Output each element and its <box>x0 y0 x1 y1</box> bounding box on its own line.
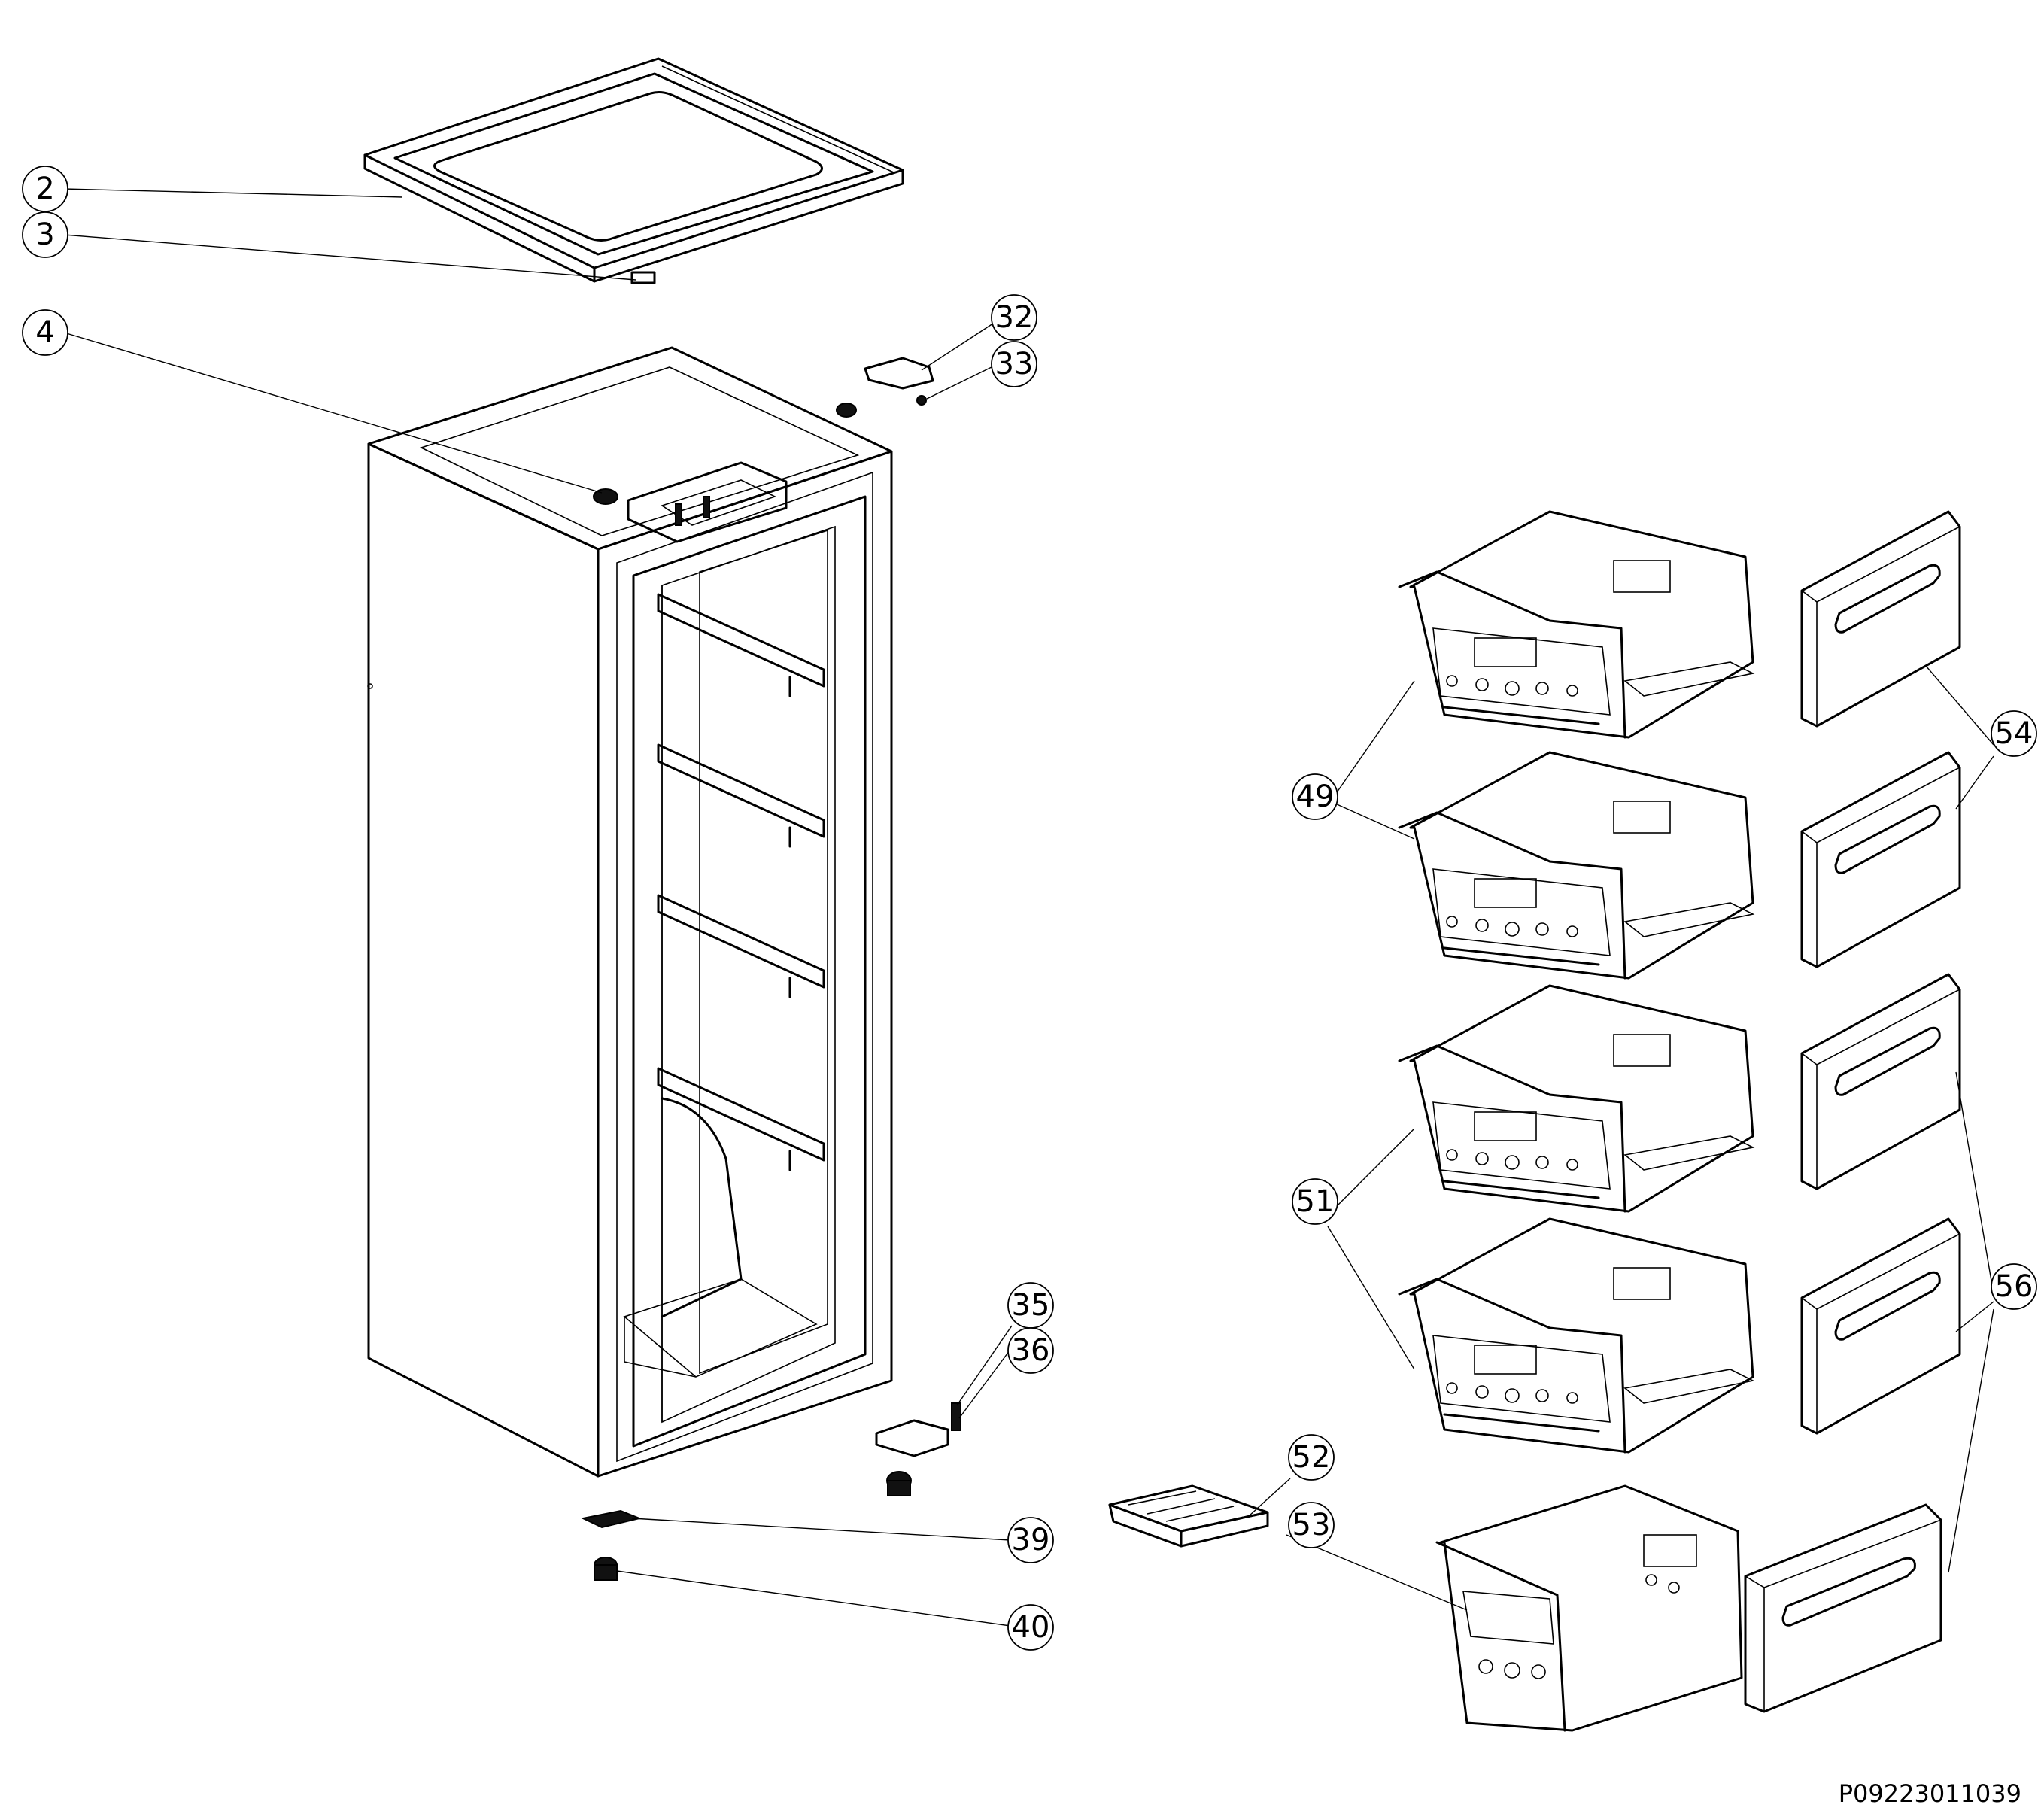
drawer-3 <box>1398 984 1755 1213</box>
callout-39: 39 <box>1007 1517 1054 1563</box>
callout-49: 49 <box>1292 773 1338 820</box>
callout-32: 32 <box>991 294 1037 341</box>
drawers <box>1398 510 1755 1732</box>
callout-52: 52 <box>1288 1434 1335 1481</box>
callout-52-label: 52 <box>1292 1440 1331 1475</box>
drawer-front-3 <box>1800 973 1961 1190</box>
callout-4: 4 <box>22 309 68 356</box>
callout-49-label: 49 <box>1296 779 1335 814</box>
drawer-front-4 <box>1800 1217 1961 1435</box>
callout-53: 53 <box>1288 1502 1335 1548</box>
drawer-2 <box>1398 751 1755 980</box>
callout-53-label: 53 <box>1292 1508 1331 1542</box>
callout-33-label: 33 <box>995 347 1034 381</box>
callout-3: 3 <box>22 211 68 258</box>
drawer-front-1 <box>1800 510 1961 728</box>
callout-51-label: 51 <box>1296 1184 1335 1219</box>
callout-35: 35 <box>1007 1282 1054 1329</box>
drawer-4 <box>1398 1217 1755 1454</box>
callout-32-label: 32 <box>995 300 1034 335</box>
callout-54-label: 54 <box>1995 716 2033 751</box>
drawer-1 <box>1398 510 1755 739</box>
feet <box>580 1509 642 1581</box>
callout-56-label: 56 <box>1995 1269 2033 1304</box>
ice-tray <box>1108 1484 1269 1548</box>
leader-lines <box>63 188 1994 1627</box>
callout-39-label: 39 <box>1012 1523 1050 1557</box>
callout-2: 2 <box>22 166 68 212</box>
callout-36: 36 <box>1007 1327 1054 1374</box>
refrigerator-cabinet <box>367 346 893 1478</box>
drawing-code: P09223011039 <box>1838 1779 2021 1808</box>
callout-3-label: 3 <box>35 217 54 252</box>
callout-40-label: 40 <box>1012 1610 1050 1645</box>
callout-54: 54 <box>1991 710 2037 757</box>
callout-56: 56 <box>1991 1263 2037 1310</box>
bottom-hinge <box>875 1402 961 1496</box>
callout-2-label: 2 <box>35 172 54 206</box>
callout-36-label: 36 <box>1012 1333 1050 1368</box>
callout-51: 51 <box>1292 1178 1338 1225</box>
top-hinge <box>864 357 934 406</box>
drawer-fronts <box>1744 510 1961 1713</box>
drawer-5 <box>1435 1484 1743 1732</box>
callout-4-label: 4 <box>35 315 54 350</box>
callout-33: 33 <box>991 341 1037 387</box>
top-cover <box>363 57 904 284</box>
shelf-rails <box>657 593 825 1171</box>
callout-35-label: 35 <box>1012 1288 1050 1323</box>
drawer-front-5 <box>1744 1503 1942 1713</box>
callout-40: 40 <box>1007 1604 1054 1651</box>
drawer-front-2 <box>1800 751 1961 968</box>
